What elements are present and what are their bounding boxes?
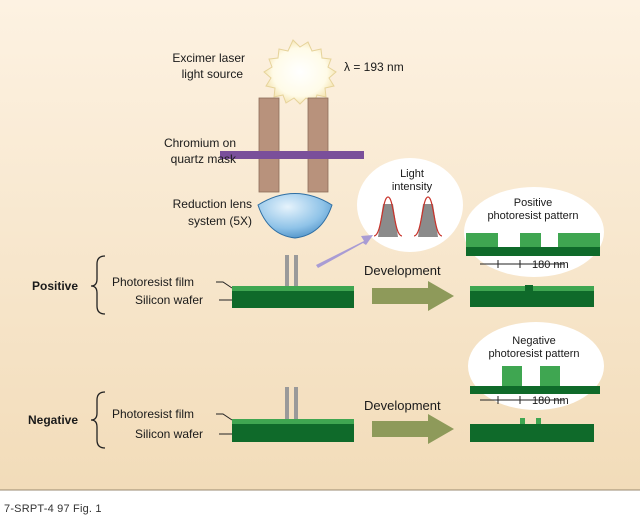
negative-result-resist-1 <box>520 418 525 424</box>
negative-photoresist-label: Photoresist film <box>112 407 194 421</box>
negative-development-arrow <box>372 414 454 444</box>
negative-photoresist-leader <box>216 413 233 421</box>
negative-pattern-label-line2: photoresist pattern <box>488 348 579 360</box>
negative-wafer-label: Silicon wafer <box>135 427 203 441</box>
intensity-curve-left <box>373 196 403 237</box>
light-intensity-label-line1: Light <box>400 168 424 180</box>
positive-pattern-label-line2: photoresist pattern <box>487 210 578 222</box>
mask-pillar-right <box>307 97 329 193</box>
mask-pillar-left <box>258 97 280 193</box>
excimer-label-line1: Excimer laser <box>172 51 245 65</box>
negative-pattern-label-line1: Negative <box>512 335 555 347</box>
excimer-label-line2: light source <box>182 67 244 81</box>
lens-label-line2: system (5X) <box>188 214 252 228</box>
negative-result-wafer <box>470 424 594 442</box>
positive-development-label: Development <box>364 263 441 278</box>
intensity-pointer-arrow <box>316 235 373 268</box>
positive-pattern-resist-3 <box>558 233 600 247</box>
positive-result-opening <box>525 285 533 292</box>
positive-brace <box>90 255 106 315</box>
positive-wafer-label: Silicon wafer <box>135 293 203 307</box>
figure-caption: 7-SRPT-4 97 Fig. 1 <box>4 503 102 515</box>
positive-pattern-wafer <box>466 247 600 256</box>
mask-label-line1: Chromium on <box>164 136 236 150</box>
mask-label-line2: quartz mask <box>171 152 237 166</box>
negative-development-label: Development <box>364 398 441 413</box>
intensity-curve-right <box>413 196 443 237</box>
lens-label-line1: Reduction lens <box>173 197 252 211</box>
positive-dimension-label: 180 nm <box>532 259 569 271</box>
positive-development-arrow <box>372 281 454 311</box>
negative-pattern-resist-2 <box>540 366 560 386</box>
positive-pattern-resist-1 <box>466 233 498 247</box>
negative-exposure-beam-left <box>285 387 289 419</box>
reduction-lens <box>257 193 333 239</box>
negative-brace <box>90 391 106 449</box>
light-intensity-label-line2: intensity <box>392 181 433 193</box>
negative-pattern-wafer <box>470 386 600 394</box>
chromium-mask-bar <box>220 151 364 159</box>
positive-pattern-label-line1: Positive <box>514 197 553 209</box>
positive-photoresist-label: Photoresist film <box>112 275 194 289</box>
positive-pattern-resist-2 <box>520 233 541 247</box>
negative-dimension-label: 180 nm <box>532 395 569 407</box>
positive-label: Positive <box>32 279 78 293</box>
negative-pattern-resist-1 <box>502 366 522 386</box>
positive-photoresist-film <box>232 286 354 291</box>
positive-result-wafer <box>470 286 594 307</box>
wavelength-label: λ = 193 nm <box>344 60 404 74</box>
positive-exposure-beam-right <box>294 255 298 286</box>
positive-photoresist-leader <box>216 281 233 289</box>
positive-silicon-wafer <box>232 291 354 308</box>
negative-label: Negative <box>28 413 78 427</box>
laser-light-source <box>263 39 337 105</box>
negative-photoresist-film <box>232 419 354 424</box>
negative-silicon-wafer <box>232 424 354 442</box>
positive-exposure-beam-left <box>285 255 289 286</box>
negative-exposure-beam-right <box>294 387 298 419</box>
negative-result-resist-2 <box>536 418 541 424</box>
